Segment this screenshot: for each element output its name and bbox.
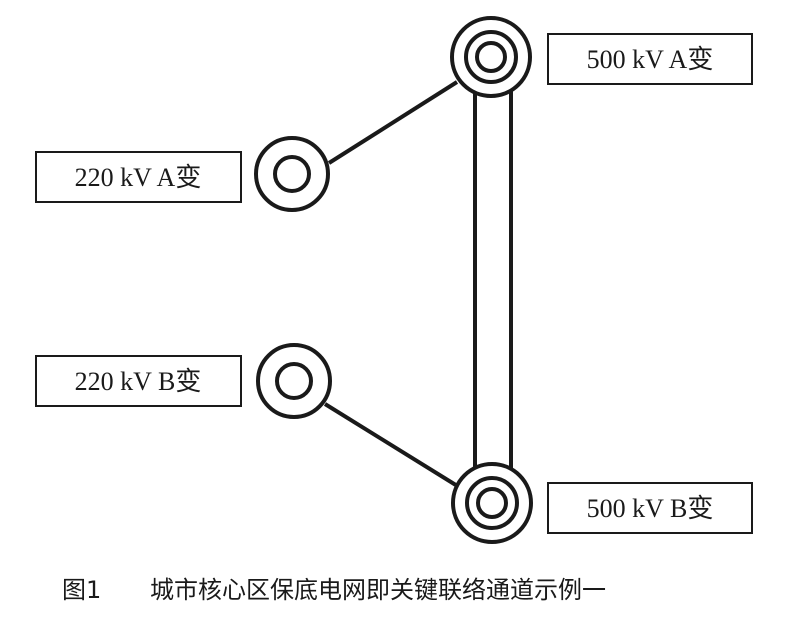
label-220-a: 220 kV A变 (75, 163, 202, 192)
caption-text: 城市核心区保底电网即关键联络通道示例一 (150, 576, 606, 604)
label-500-a: 500 kV A变 (587, 45, 714, 74)
label-box-500-b (547, 482, 753, 534)
substation-220-b-inner (275, 362, 313, 400)
caption-number: 图1 (62, 576, 101, 604)
substation-220-a-inner (273, 155, 311, 193)
figure-caption: 图1 城市核心区保底电网即关键联络通道示例一 (62, 576, 606, 604)
link-220a-500a (327, 80, 459, 165)
label-220-b: 220 kV B变 (75, 367, 202, 396)
node-220kv-b: 220 kV B变 (35, 343, 332, 419)
substation-500-b-inner (476, 487, 508, 519)
node-500kv-a: 500 kV A变 (450, 16, 753, 98)
label-box-220-a (35, 151, 242, 203)
link-220b-500b (323, 402, 461, 489)
label-box-220-b (35, 355, 242, 407)
link-500a-500b-double (473, 90, 513, 468)
node-220kv-a: 220 kV A变 (35, 136, 330, 212)
node-500kv-b: 500 kV B变 (451, 462, 753, 544)
connections (323, 80, 513, 489)
substation-500-a-inner (475, 41, 507, 73)
label-box-500-a (547, 33, 753, 85)
label-500-b: 500 kV B变 (587, 494, 714, 523)
